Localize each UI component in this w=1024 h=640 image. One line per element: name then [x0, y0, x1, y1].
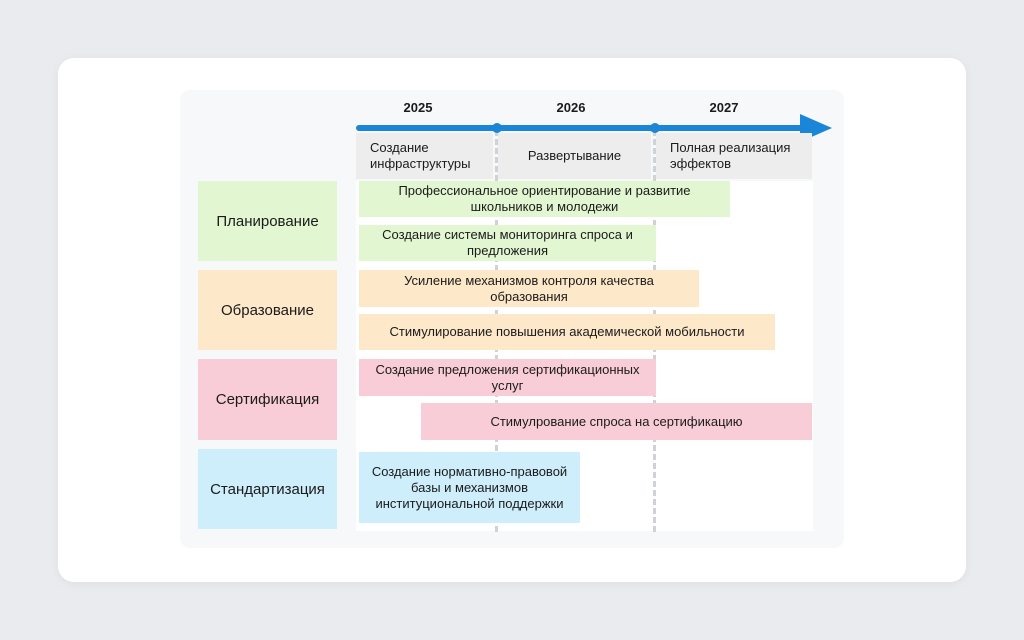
timeline-arrow-line	[356, 125, 806, 131]
task-legal-framework-label: Создание нормативно-правовой базы и меха…	[371, 463, 568, 511]
timeline-marker-2026	[492, 123, 502, 133]
timeline-marker-2027	[650, 123, 660, 133]
task-bar-legal-framework: Создание нормативно-правовой базы и меха…	[359, 452, 580, 523]
category-standardization-label: Стандартизация	[210, 480, 325, 498]
task-bar-certification-offer: Создание предложения сертификационных ус…	[359, 359, 656, 396]
year-label-2025: 2025	[403, 100, 433, 115]
task-certification-demand-label: Стимулрование спроса на сертификацию	[490, 413, 743, 429]
category-planning-label: Планирование	[216, 212, 319, 230]
category-education-label: Образование	[221, 301, 314, 319]
phase-3-label: Полная реализация эффектов	[670, 140, 791, 171]
year-label-2027: 2027	[709, 100, 739, 115]
phase-2-label: Развертывание	[527, 148, 622, 163]
category-certification-label: Сертификация	[215, 391, 320, 408]
task-bar-certification-demand: Стимулрование спроса на сертификацию	[421, 403, 812, 440]
task-career-guidance-label: Профессиональное ориентирование и развит…	[398, 183, 691, 214]
category-education: Образование	[198, 270, 337, 350]
task-bar-academic-mobility: Стимулирование повышения академической м…	[359, 314, 775, 350]
task-certification-offer-label: Создание предложения сертификационных ус…	[375, 361, 640, 393]
phase-2: Развертывание	[498, 133, 651, 179]
task-bar-quality-control: Усиление механизмов контроля качества об…	[359, 270, 699, 307]
phase-3: Полная реализация эффектов	[656, 133, 812, 179]
phase-1: Создание инфраструктуры	[356, 133, 493, 179]
category-certification: Сертификация	[198, 359, 337, 440]
task-bar-monitoring-system: Создание системы мониторинга спроса и пр…	[359, 225, 656, 261]
task-bar-career-guidance: Профессиональное ориентирование и развит…	[359, 181, 730, 217]
task-monitoring-system-label: Создание системы мониторинга спроса и пр…	[382, 227, 633, 258]
year-label-2026: 2026	[556, 100, 586, 115]
task-academic-mobility-label: Стимулирование повышения академической м…	[389, 324, 745, 339]
task-quality-control-label: Усиление механизмов контроля качества об…	[404, 272, 654, 304]
category-standardization: Стандартизация	[198, 449, 337, 529]
category-planning: Планирование	[198, 181, 337, 261]
phase-1-label: Создание инфраструктуры	[370, 140, 471, 171]
